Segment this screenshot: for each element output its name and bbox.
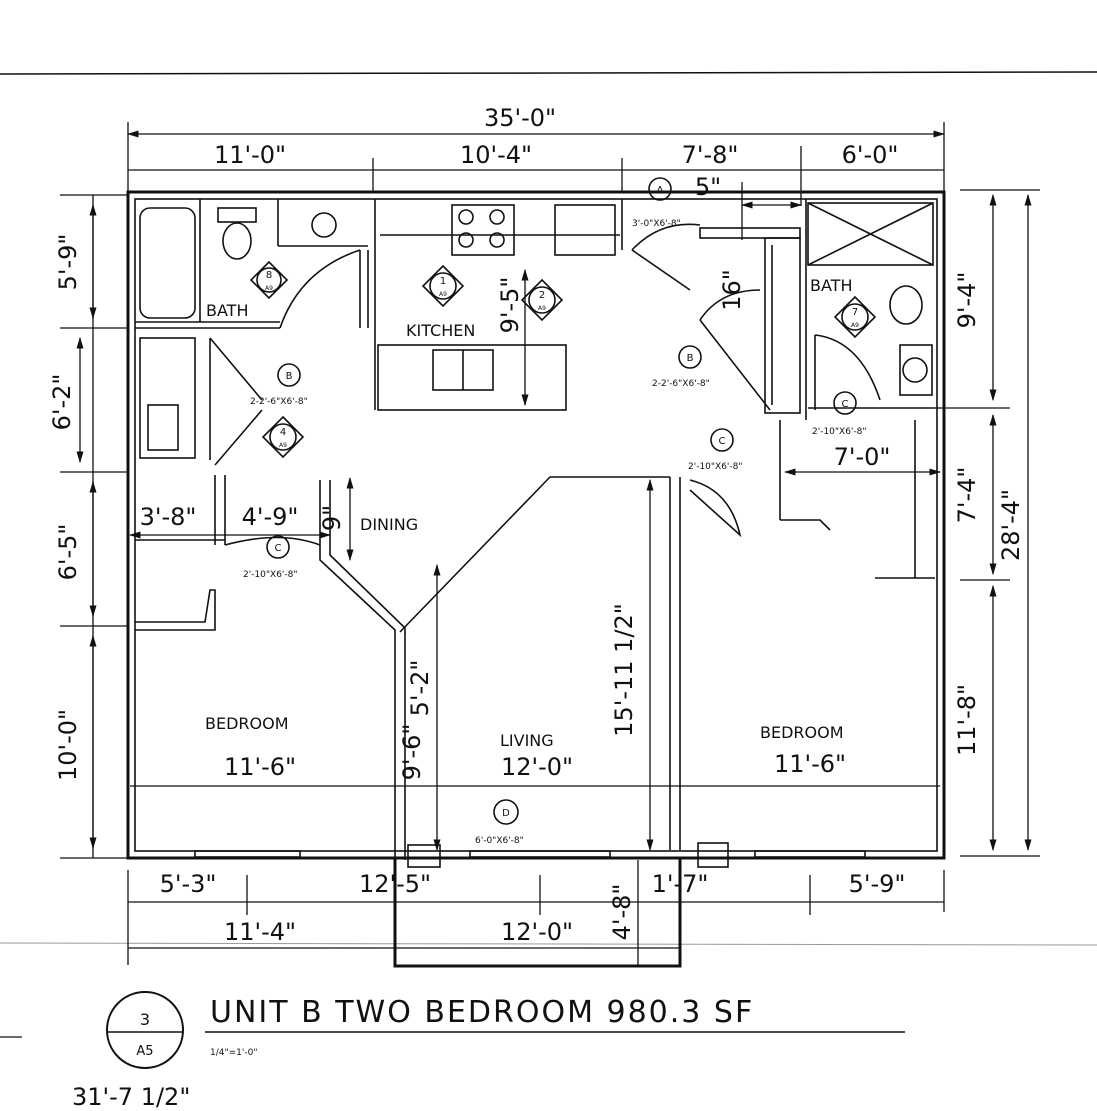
- left-dim-2: 6'-2": [48, 374, 76, 431]
- elevation-tag-1: 1 A9: [421, 264, 465, 308]
- right-inner-dim: 7'-0": [834, 443, 891, 471]
- left-dim-3: 6'-5": [54, 524, 82, 581]
- top-dim-2: 10'-4": [460, 141, 532, 169]
- walls: [126, 190, 946, 968]
- right-dim-1: 9'-4": [953, 272, 981, 329]
- room-label-kitchen: KITCHEN: [406, 321, 475, 340]
- svg-text:2'-10"X6'-8": 2'-10"X6'-8": [688, 462, 743, 472]
- svg-text:1: 1: [440, 276, 446, 287]
- bottom-note: 31'-7 1/2": [72, 1083, 190, 1111]
- top-dim-4: 6'-0": [842, 141, 899, 169]
- elevation-tags: 8 A9 1 A9 2 A9 4 A9 7 A9: [249, 260, 877, 459]
- svg-text:B: B: [286, 371, 293, 382]
- room-label-bath-right: BATH: [810, 276, 852, 295]
- room-label-bedroom-left: BEDROOM: [205, 714, 289, 733]
- svg-text:3'-0"X6'-8": 3'-0"X6'-8": [632, 219, 681, 229]
- interior-dimensions: 9'-5" 16" 7'-0" 3'-8" 4'-9" 9" 15'-11 1/…: [140, 269, 891, 780]
- top-small-dim: 5": [695, 173, 721, 201]
- svg-text:A9: A9: [279, 442, 287, 449]
- living-vertical-dim: 15'-11 1/2": [610, 603, 638, 737]
- sheet-top-rule: [0, 71, 1097, 75]
- dining-small-dim: 9": [318, 505, 346, 531]
- svg-text:2'-10"X6'-8": 2'-10"X6'-8": [812, 427, 867, 437]
- bottom-dim-2: 12'-5": [359, 870, 431, 898]
- bottom-dim-7: 4'-8": [608, 884, 636, 941]
- room-size-living: 12'-0": [501, 753, 573, 781]
- bottom-dim-1: 5'-3": [160, 870, 217, 898]
- svg-text:A: A: [657, 185, 664, 196]
- door-tag-c3: C 2'-10"X6'-8": [243, 535, 298, 580]
- door-tag-c2: C 2'-10"X6'-8": [688, 428, 743, 472]
- svg-text:7: 7: [852, 307, 858, 318]
- right-dim-3: 11'-8": [953, 684, 981, 756]
- svg-text:2-2'-6"X6'-8": 2-2'-6"X6'-8": [250, 397, 308, 407]
- bottom-dim-5: 11'-4": [224, 918, 296, 946]
- title-block: 3 A5 UNIT B TWO BEDROOM 980.3 SF 1/4"=1'…: [0, 991, 905, 1111]
- room-label-dining: DINING: [360, 515, 418, 534]
- left-inner-dim-1: 3'-8": [140, 503, 197, 531]
- drawing-scale: 1/4"=1'-0": [210, 1048, 257, 1058]
- door-tags: A 3'-0"X6'-8" B 2-2'-6"X6'-8" B 2-2'-6"X…: [243, 177, 867, 846]
- svg-text:A9: A9: [538, 305, 546, 312]
- bottom-dim-4: 5'-9": [849, 870, 906, 898]
- svg-text:2-2'-6"X6'-8": 2-2'-6"X6'-8": [652, 379, 710, 389]
- left-inner-dim-2: 4'-9": [242, 503, 299, 531]
- title-bubble-number: 3: [140, 1010, 150, 1029]
- top-dimensions: 35'-0" 11'-0" 10'-4" 7'-8" 6'-0" 5": [126, 104, 946, 240]
- svg-text:2: 2: [539, 290, 545, 301]
- svg-text:C: C: [719, 436, 726, 447]
- door-tag-d: D 6'-0"X6'-8": [475, 799, 524, 846]
- svg-text:C: C: [275, 543, 282, 554]
- bottom-dim-3: 1'-7": [652, 870, 709, 898]
- svg-text:C: C: [842, 399, 849, 410]
- svg-text:B: B: [687, 353, 694, 364]
- left-dimensions: 5'-9" 6'-2" 6'-5" 10'-0": [48, 194, 128, 859]
- door-tag-b2: B 2-2'-6"X6'-8": [652, 345, 710, 389]
- overall-top-dim: 35'-0": [484, 104, 556, 132]
- bottom-dimensions: 5'-3" 12'-5" 1'-7" 5'-9" 11'-4" 12'-0" 4…: [127, 860, 945, 965]
- svg-text:A9: A9: [439, 291, 447, 298]
- elevation-tag-4: 4 A9: [261, 415, 305, 459]
- svg-text:8: 8: [266, 270, 272, 281]
- top-dim-3: 7'-8": [682, 141, 739, 169]
- closet-dim: 16": [718, 269, 746, 311]
- living-vertical-dim-3: 5'-2": [406, 660, 434, 717]
- right-dim-2: 7'-4": [953, 467, 981, 524]
- right-dimensions: 9'-4" 7'-4" 11'-8" 28'-4": [935, 189, 1040, 857]
- living-vertical-dim-2: 9'-6": [398, 724, 426, 781]
- room-size-bedroom-right: 11'-6": [774, 750, 846, 778]
- sheet-lower-rule: [0, 942, 1097, 946]
- drawing-title: UNIT B TWO BEDROOM 980.3 SF: [210, 995, 754, 1030]
- room-label-living: LIVING: [500, 731, 554, 750]
- room-size-bedroom-left: 11'-6": [224, 753, 296, 781]
- room-labels: BATH KITCHEN BATH DINING BEDROOM 11'-6" …: [205, 276, 852, 781]
- door-tag-a: A 3'-0"X6'-8": [632, 177, 681, 229]
- bottom-dim-6: 12'-0": [501, 918, 573, 946]
- kitchen-vertical-dim: 9'-5": [496, 277, 524, 334]
- svg-text:4: 4: [280, 427, 286, 438]
- door-tag-c1: C 2'-10"X6'-8": [812, 391, 867, 437]
- elevation-tag-2: 2 A9: [520, 278, 564, 322]
- top-dim-1: 11'-0": [214, 141, 286, 169]
- elevation-tag-7: 7 A9: [833, 295, 877, 339]
- left-dim-1: 5'-9": [54, 234, 82, 291]
- svg-text:A9: A9: [851, 322, 859, 329]
- svg-text:D: D: [502, 808, 510, 819]
- title-bubble-sheet: A5: [136, 1044, 153, 1059]
- svg-text:2'-10"X6'-8": 2'-10"X6'-8": [243, 570, 298, 580]
- room-label-bath-left: BATH: [206, 301, 248, 320]
- left-dim-4: 10'-0": [54, 709, 82, 781]
- elevation-tag-8: 8 A9: [249, 260, 289, 300]
- svg-text:6'-0"X6'-8": 6'-0"X6'-8": [475, 836, 524, 846]
- right-overall-dim: 28'-4": [997, 489, 1025, 561]
- svg-text:A9: A9: [265, 285, 273, 292]
- room-label-bedroom-right: BEDROOM: [760, 723, 844, 742]
- door-tag-b1: B 2-2'-6"X6'-8": [250, 363, 308, 407]
